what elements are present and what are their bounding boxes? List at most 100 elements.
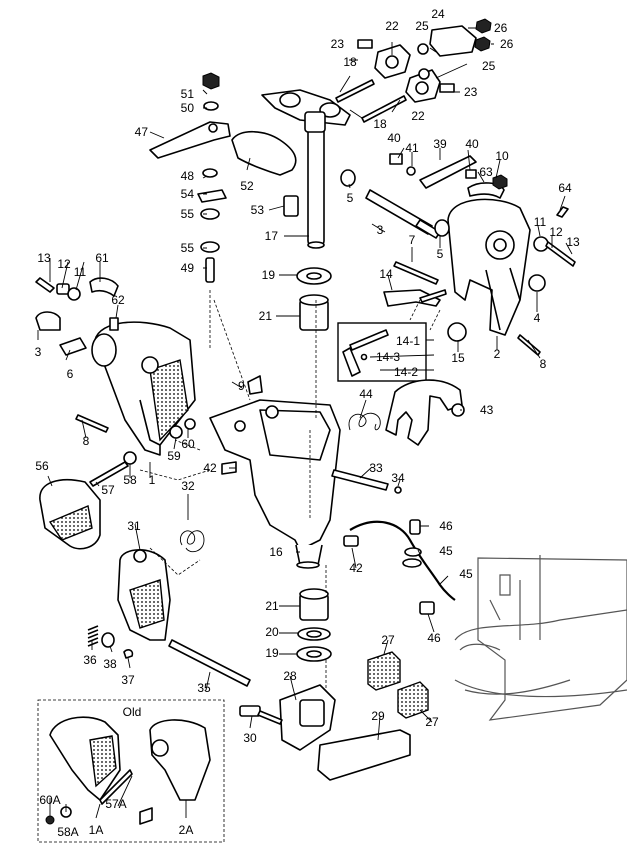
shaft-33 bbox=[331, 469, 402, 494]
part-label: 56 bbox=[35, 459, 49, 473]
bushing-21-lower bbox=[299, 588, 329, 621]
part-label: 62 bbox=[111, 293, 125, 307]
part-label: 14-1 bbox=[396, 334, 420, 348]
part-label: 23 bbox=[464, 85, 478, 99]
engine-leg-outline bbox=[454, 555, 627, 721]
part-label: 18 bbox=[343, 55, 357, 69]
part-label: 1A bbox=[89, 823, 104, 837]
swivel-housing bbox=[209, 399, 341, 569]
rod-7 bbox=[393, 261, 439, 285]
part-label: 12 bbox=[549, 225, 563, 239]
part-label: 48 bbox=[181, 169, 195, 183]
part-label: 19 bbox=[262, 268, 276, 282]
part-label: 64 bbox=[558, 181, 572, 195]
part-label: 20 bbox=[265, 625, 279, 639]
part-label: 16 bbox=[269, 545, 283, 559]
rod-35 bbox=[168, 639, 251, 687]
bolt-18-upper bbox=[335, 79, 375, 103]
part-label: 63 bbox=[479, 165, 493, 179]
small-hardware-left bbox=[35, 277, 263, 487]
grease-hose-45 bbox=[343, 519, 456, 615]
part-label: 4 bbox=[534, 311, 541, 325]
part-label: 31 bbox=[127, 519, 141, 533]
spring-36-and-washers bbox=[87, 625, 134, 659]
inset-box-14 bbox=[337, 322, 427, 382]
part-label: 6 bbox=[67, 367, 74, 381]
part-label: 2A bbox=[179, 823, 194, 837]
part-label: 41 bbox=[405, 141, 419, 155]
lever-14 bbox=[383, 289, 447, 307]
part-label: 53 bbox=[251, 203, 265, 217]
part-label: 59 bbox=[167, 449, 181, 463]
washers-left bbox=[197, 72, 299, 283]
lower-bracket-28 bbox=[239, 684, 336, 751]
part-label: 9 bbox=[238, 379, 245, 393]
part-label: 33 bbox=[369, 461, 383, 475]
part-label: 15 bbox=[451, 351, 465, 365]
part-label: 61 bbox=[95, 251, 109, 265]
tilt-tube-3 bbox=[365, 189, 441, 239]
part-label: 24 bbox=[431, 7, 445, 21]
part-label: 5 bbox=[437, 247, 444, 261]
part-label: 57 bbox=[101, 483, 115, 497]
part-label: 7 bbox=[409, 233, 416, 247]
spring-44 bbox=[348, 412, 381, 431]
part-label: 1 bbox=[149, 473, 156, 487]
part-label: 28 bbox=[283, 669, 297, 683]
part-label: 13 bbox=[37, 251, 51, 265]
part-label: 54 bbox=[181, 187, 195, 201]
steering-arm-22-lower bbox=[405, 69, 441, 103]
part-label: 37 bbox=[121, 673, 135, 687]
part-label: 43 bbox=[480, 403, 494, 417]
part-label: 45 bbox=[439, 544, 453, 558]
part-label: 57A bbox=[105, 797, 126, 811]
part-label: 51 bbox=[181, 87, 195, 101]
old-parts-inset bbox=[37, 699, 225, 843]
part-label: 11 bbox=[74, 265, 87, 279]
part-label: 44 bbox=[359, 387, 373, 401]
part-label: 19 bbox=[265, 646, 279, 660]
part-label: 55 bbox=[181, 207, 195, 221]
part-label: 25 bbox=[415, 19, 429, 33]
part-label: 42 bbox=[203, 461, 217, 475]
part-label: 36 bbox=[83, 653, 97, 667]
pads-27 bbox=[367, 651, 429, 719]
part-label: 18 bbox=[373, 117, 387, 131]
inset-title: Old bbox=[123, 705, 142, 719]
part-label: 23 bbox=[331, 37, 345, 51]
part-label: 47 bbox=[135, 125, 149, 139]
part-label: 52 bbox=[240, 179, 254, 193]
part-label: 58A bbox=[57, 825, 78, 839]
washer-19-upper bbox=[296, 267, 332, 285]
spring-32 bbox=[180, 530, 205, 553]
part-label: 2 bbox=[494, 347, 501, 361]
part-label: 11 bbox=[534, 215, 547, 229]
part-label: 34 bbox=[391, 471, 405, 485]
washer-20 bbox=[297, 627, 331, 641]
part-label: 29 bbox=[371, 709, 385, 723]
part-label: 42 bbox=[349, 561, 363, 575]
steering-bracket-17 bbox=[261, 89, 351, 249]
part-label: 30 bbox=[243, 731, 257, 745]
steering-arm-22-upper bbox=[374, 44, 411, 79]
part-label: 13 bbox=[566, 235, 580, 249]
bracket-31 bbox=[117, 549, 171, 641]
part-label: 55 bbox=[181, 241, 195, 255]
part-label: 5 bbox=[347, 191, 354, 205]
part-label: 40 bbox=[465, 137, 479, 151]
part-label: 14-2 bbox=[394, 365, 418, 379]
bushing-21-upper bbox=[299, 294, 329, 331]
steering-lever-47 bbox=[149, 121, 231, 159]
part-label: 12 bbox=[57, 257, 71, 271]
part-label: 60 bbox=[181, 437, 195, 451]
part-label: 22 bbox=[385, 19, 399, 33]
stopper-56 bbox=[39, 478, 101, 550]
part-label: 58 bbox=[123, 473, 137, 487]
bolt-18-lower bbox=[361, 95, 407, 123]
part-label: 49 bbox=[181, 261, 195, 275]
washer-19-lower bbox=[296, 646, 332, 662]
part-label: 17 bbox=[265, 229, 279, 243]
part-label: 39 bbox=[433, 137, 447, 151]
plate-24 bbox=[429, 25, 477, 57]
